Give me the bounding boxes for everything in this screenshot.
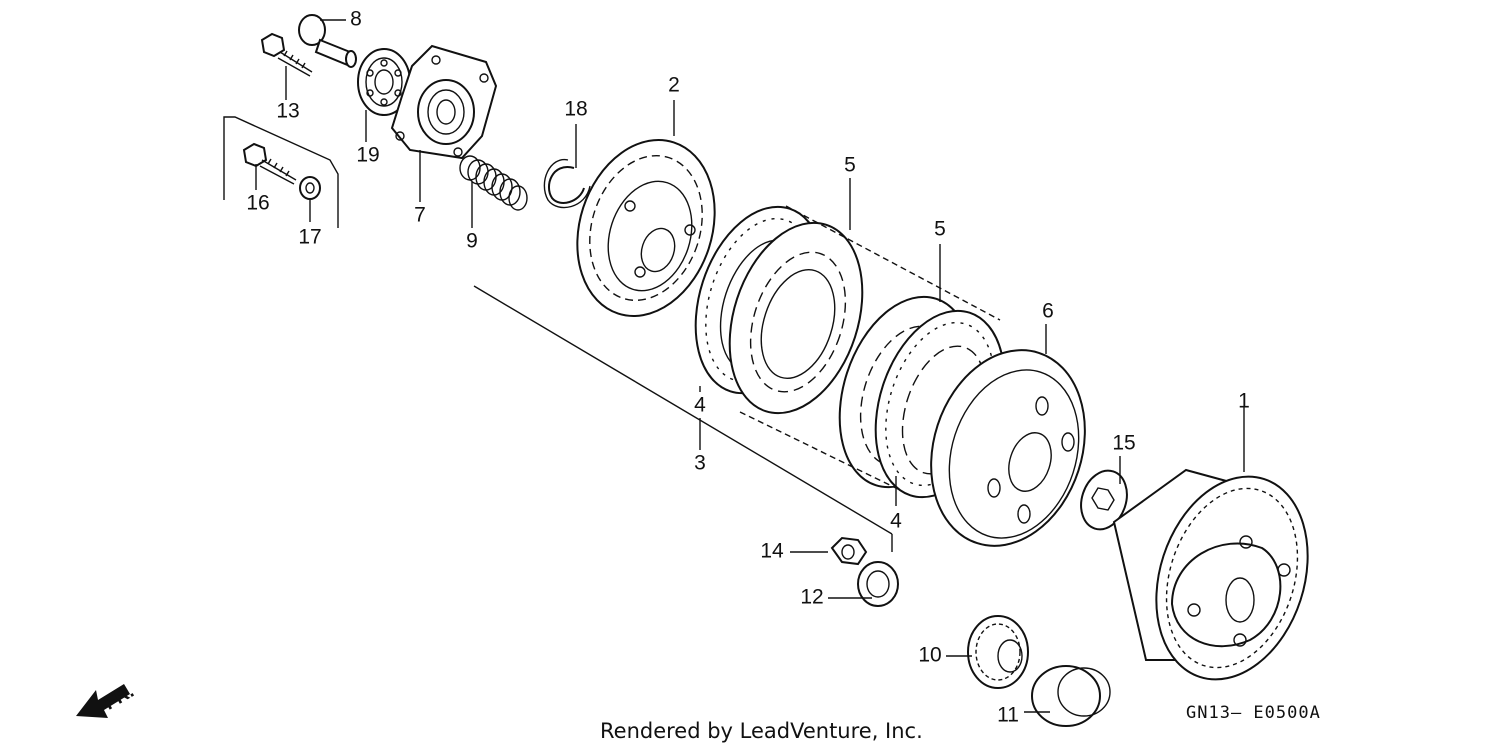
part-7-lifter-plate[interactable] [390, 44, 498, 160]
callout-5b: 5 [934, 218, 946, 241]
clutch-pack-guide-lines [739, 205, 1001, 491]
callout-11: 11 [997, 704, 1019, 727]
callout-5a: 5 [844, 154, 856, 177]
part-18-snap-ring[interactable] [543, 159, 591, 209]
callout-16: 16 [246, 192, 269, 215]
part-11-collar[interactable] [1031, 665, 1111, 727]
part-8-shoulder-bolt[interactable] [298, 14, 357, 68]
part-1-clutch-outer-drum[interactable] [1112, 457, 1333, 699]
callout-labels: 8 13 19 16 17 7 9 18 2 5 5 6 4 3 4 1 15 … [246, 8, 1250, 727]
bolt-washer-group-bracket [223, 116, 339, 228]
part-13-bolt[interactable] [260, 32, 313, 77]
leader-lines [255, 19, 1245, 713]
callout-19: 19 [356, 144, 379, 167]
callout-13: 13 [276, 100, 299, 123]
direction-label: FR. [101, 681, 138, 714]
callout-14: 14 [760, 540, 784, 563]
part-2-pressure-plate[interactable] [555, 122, 736, 334]
callout-3: 3 [694, 452, 706, 475]
part-6-clutch-outer-plate[interactable] [907, 330, 1110, 566]
callout-4b: 4 [890, 510, 902, 533]
callout-4a: 4 [694, 394, 706, 417]
callout-1: 1 [1238, 390, 1250, 413]
front-direction-arrow: FR. [76, 681, 138, 718]
callout-8: 8 [350, 8, 362, 31]
callout-9: 9 [466, 230, 478, 253]
callout-15: 15 [1112, 432, 1135, 455]
callout-6: 6 [1042, 300, 1054, 323]
part-15-lock-washer[interactable] [1074, 465, 1134, 536]
part-9-spring[interactable] [459, 155, 528, 211]
part-14-nut[interactable] [830, 536, 868, 566]
callout-7: 7 [414, 204, 426, 227]
callout-2: 2 [668, 74, 680, 97]
render-credit: Rendered by LeadVenture, Inc. [600, 719, 923, 743]
part-12-washer[interactable] [857, 561, 899, 607]
callout-17: 17 [298, 226, 321, 249]
diagram-code: GN13– E0500A [1186, 703, 1321, 723]
part-10-drive-gear[interactable] [967, 615, 1029, 689]
callout-10: 10 [918, 644, 941, 667]
part-16-bolt[interactable] [242, 142, 297, 185]
part-5-clutch-plate-rear[interactable] [707, 206, 885, 431]
callout-18: 18 [564, 98, 587, 121]
callout-12: 12 [800, 586, 823, 609]
arrow-icon [76, 684, 130, 718]
part-17-washer[interactable] [299, 176, 321, 200]
